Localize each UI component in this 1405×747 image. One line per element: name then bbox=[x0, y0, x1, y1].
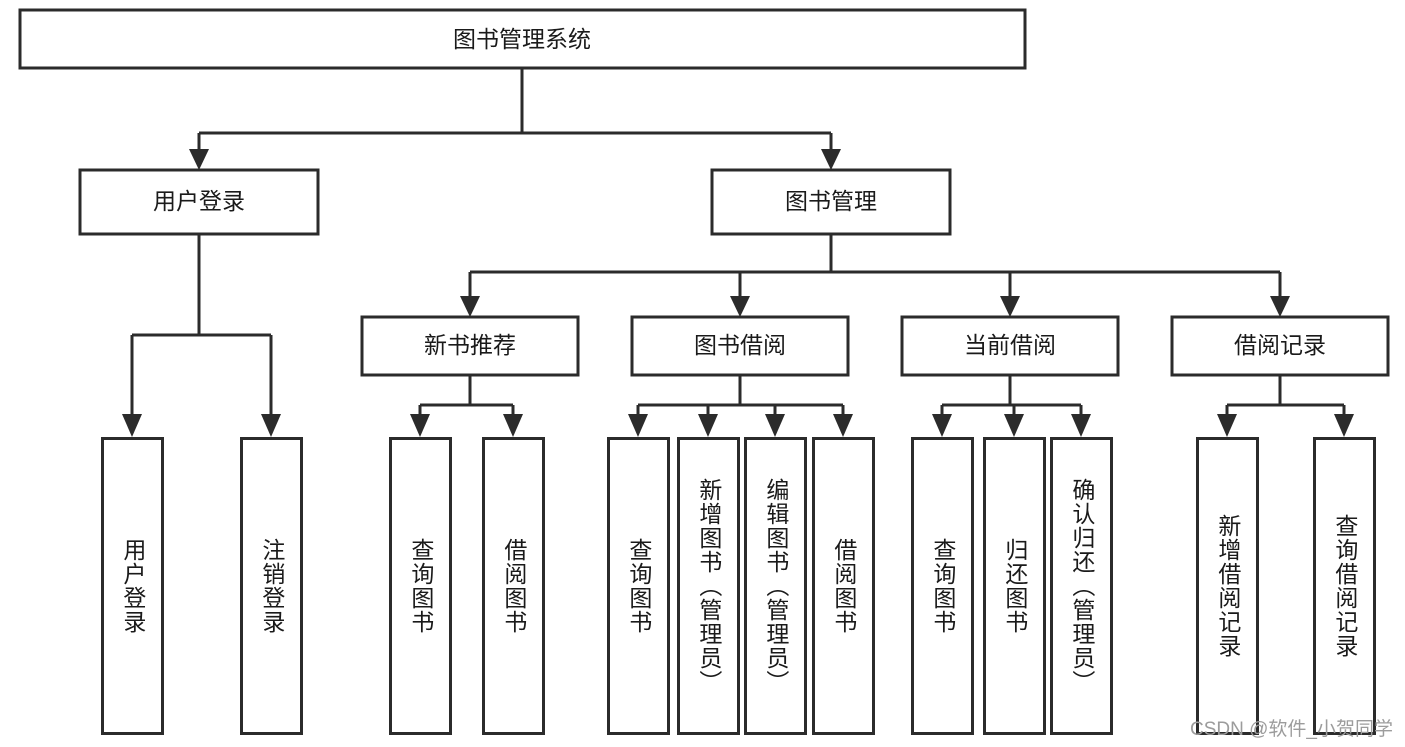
arrowhead-leaf-query-book-1 bbox=[410, 414, 430, 437]
current-borrow-box-rect[interactable] bbox=[900, 315, 1120, 377]
leaf-borrow-book-2-label: 借阅图书 bbox=[830, 538, 857, 634]
arrowhead-leaf-logout-login bbox=[261, 414, 281, 437]
connector-new-book-recommend-to-leaves bbox=[410, 375, 523, 437]
new-book-recommend-box-label: 新书推荐 bbox=[424, 332, 516, 358]
arrowhead-leaf-confirm-return bbox=[1071, 414, 1091, 437]
connector-root-to-level2 bbox=[189, 68, 841, 170]
node-current-borrow[interactable]: 当前借阅 bbox=[900, 315, 1120, 377]
arrowhead-leaf-add-book bbox=[698, 414, 718, 437]
leaf-query-record[interactable]: 查询借阅记录 bbox=[1313, 437, 1376, 735]
connector-book-manage-to-level3 bbox=[460, 234, 1290, 317]
leaf-user-login[interactable]: 用户登录 bbox=[101, 437, 164, 735]
arrowhead-leaf-borrow-book-2 bbox=[833, 414, 853, 437]
arrowhead-leaf-add-record bbox=[1217, 414, 1237, 437]
leaf-borrow-book-1-label: 借阅图书 bbox=[500, 538, 527, 634]
new-book-recommend-box-rect[interactable] bbox=[360, 315, 580, 377]
arrowhead-book-borrow bbox=[730, 296, 750, 317]
leaf-borrow-book-2[interactable]: 借阅图书 bbox=[812, 437, 875, 735]
node-book-borrow[interactable]: 图书借阅 bbox=[630, 315, 850, 377]
arrowhead-user-login bbox=[189, 149, 209, 170]
leaf-add-record-label: 新增借阅记录 bbox=[1214, 514, 1241, 658]
leaf-add-book[interactable]: 新增图书（管理员） bbox=[677, 437, 740, 735]
book-manage-box-label: 图书管理 bbox=[785, 188, 877, 214]
leaf-add-book-label: 新增图书（管理员） bbox=[695, 478, 722, 694]
connector-book-borrow-to-leaves bbox=[628, 375, 853, 437]
leaf-query-book-1-label: 查询图书 bbox=[407, 538, 434, 634]
node-book-manage[interactable]: 图书管理 bbox=[710, 168, 952, 236]
arrowhead-new-book-recommend bbox=[460, 296, 480, 317]
book-borrow-box-label: 图书借阅 bbox=[694, 332, 786, 358]
connector-current-borrow-to-leaves bbox=[932, 375, 1091, 437]
leaf-query-book-3-label: 查询图书 bbox=[929, 538, 956, 634]
arrowhead-leaf-return-book bbox=[1004, 414, 1024, 437]
user-login-box-label: 用户登录 bbox=[153, 188, 245, 214]
leaf-add-record[interactable]: 新增借阅记录 bbox=[1196, 437, 1259, 735]
leaf-user-login-label: 用户登录 bbox=[119, 538, 146, 634]
leaf-return-book[interactable]: 归还图书 bbox=[983, 437, 1046, 735]
leaf-query-book-2[interactable]: 查询图书 bbox=[607, 437, 670, 735]
connector-borrow-record-to-leaves bbox=[1217, 375, 1354, 437]
leaf-return-book-label: 归还图书 bbox=[1001, 538, 1028, 634]
arrowhead-leaf-borrow-book-1 bbox=[503, 414, 523, 437]
connector-user-login-to-leaves bbox=[122, 234, 281, 437]
arrowhead-book-manage bbox=[821, 149, 841, 170]
leaf-confirm-return-label: 确认归还（管理员） bbox=[1068, 478, 1095, 694]
arrowhead-leaf-edit-book bbox=[765, 414, 785, 437]
arrowhead-leaf-query-book-3 bbox=[932, 414, 952, 437]
leaf-query-book-2-label: 查询图书 bbox=[625, 538, 652, 634]
arrowhead-borrow-record bbox=[1270, 296, 1290, 317]
leaf-edit-book-label: 编辑图书（管理员） bbox=[762, 478, 789, 694]
borrow-record-box-label: 借阅记录 bbox=[1234, 332, 1326, 358]
root-box-label: 图书管理系统 bbox=[453, 26, 591, 52]
current-borrow-box-label: 当前借阅 bbox=[964, 332, 1056, 358]
root-box-rect[interactable] bbox=[18, 8, 1027, 70]
leaf-query-book-1[interactable]: 查询图书 bbox=[389, 437, 452, 735]
leaf-logout-login[interactable]: 注销登录 bbox=[240, 437, 303, 735]
node-root[interactable]: 图书管理系统 bbox=[18, 8, 1027, 70]
leaf-confirm-return[interactable]: 确认归还（管理员） bbox=[1050, 437, 1113, 735]
leaf-query-book-3[interactable]: 查询图书 bbox=[911, 437, 974, 735]
arrowhead-leaf-query-record bbox=[1334, 414, 1354, 437]
arrowhead-leaf-query-book-2 bbox=[628, 414, 648, 437]
node-new-book-recommend[interactable]: 新书推荐 bbox=[360, 315, 580, 377]
arrowhead-leaf-user-login bbox=[122, 414, 142, 437]
leaf-borrow-book-1[interactable]: 借阅图书 bbox=[482, 437, 545, 735]
node-borrow-record[interactable]: 借阅记录 bbox=[1170, 315, 1390, 377]
leaf-logout-login-label: 注销登录 bbox=[258, 538, 285, 634]
leaf-query-record-label: 查询借阅记录 bbox=[1331, 514, 1358, 658]
node-user-login[interactable]: 用户登录 bbox=[78, 168, 320, 236]
arrowhead-current-borrow bbox=[1000, 296, 1020, 317]
leaf-edit-book[interactable]: 编辑图书（管理员） bbox=[744, 437, 807, 735]
